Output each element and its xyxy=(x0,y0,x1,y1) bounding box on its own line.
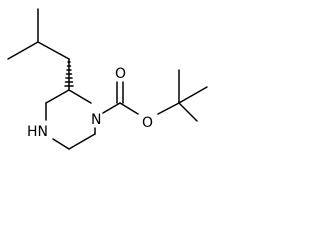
carbonyl-oxygen-label: O xyxy=(115,66,126,82)
bond-cq-me-down xyxy=(178,102,198,122)
bond-c2-c3 xyxy=(45,89,70,104)
bond-carbonyl-oester xyxy=(119,102,139,115)
isobutyl-group xyxy=(7,8,70,91)
ester-oxygen-label: O xyxy=(142,115,153,131)
bond-c2-n1 xyxy=(68,89,92,104)
stereo-hash-bond xyxy=(64,61,74,87)
piperazine-ring xyxy=(45,89,96,150)
bond-c5-c6 xyxy=(68,133,96,150)
nitrogen-4-label: HN xyxy=(27,124,48,140)
bond-n4-c5 xyxy=(52,138,70,150)
bond-cq-me-right xyxy=(178,86,208,104)
boc-group xyxy=(102,69,208,122)
molecule-structure: N HN O O xyxy=(7,8,208,150)
nitrogen-1-label: N xyxy=(91,112,101,128)
bond-n1-carbonyl xyxy=(102,102,121,114)
bond-oester-cq xyxy=(157,102,180,115)
bond-ch-ch2 xyxy=(37,41,70,60)
bond-ch3-left xyxy=(7,41,39,60)
